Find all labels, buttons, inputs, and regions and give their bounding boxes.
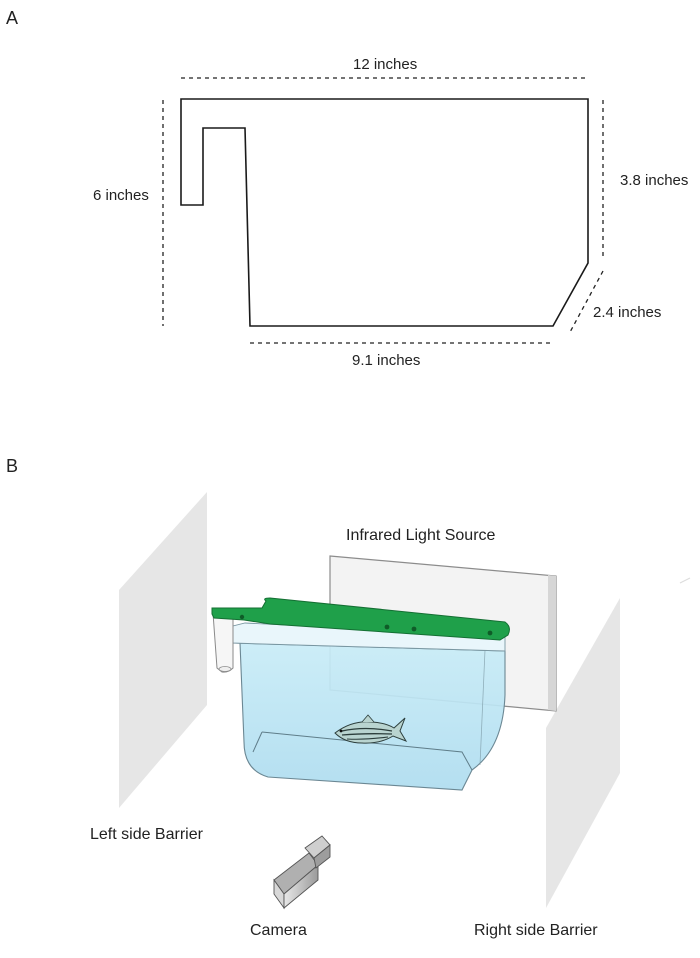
- tank-water: [231, 622, 506, 791]
- dim-label-bottom: 9.1 inches: [352, 352, 421, 369]
- dim-label-chamfer: 2.4 inches: [593, 304, 662, 321]
- camera-icon: [273, 835, 331, 910]
- tank-lid: [211, 597, 510, 641]
- label-camera: Camera: [250, 922, 307, 939]
- label-left-barrier: Left side Barrier: [90, 826, 203, 843]
- right-barrier-edge-mark: [679, 577, 691, 584]
- label-infrared-light-source: Infrared Light Source: [346, 527, 496, 544]
- dim-label-left: 6 inches: [93, 187, 149, 204]
- tank-overflow-spout: [212, 612, 234, 673]
- dim-label-right: 3.8 inches: [620, 172, 689, 189]
- zebrafish: [334, 714, 408, 744]
- panel-b-letter: B: [6, 456, 19, 476]
- tank-outline: [180, 98, 589, 327]
- right-barrier: [546, 598, 620, 908]
- left-barrier: [119, 492, 207, 808]
- panel-a-letter: A: [6, 8, 19, 28]
- dim-line-chamfer: [568, 270, 604, 335]
- dim-label-top: 12 inches: [353, 56, 418, 73]
- tank-outline-diagram: [162, 77, 604, 344]
- label-right-barrier: Right side Barrier: [474, 922, 598, 939]
